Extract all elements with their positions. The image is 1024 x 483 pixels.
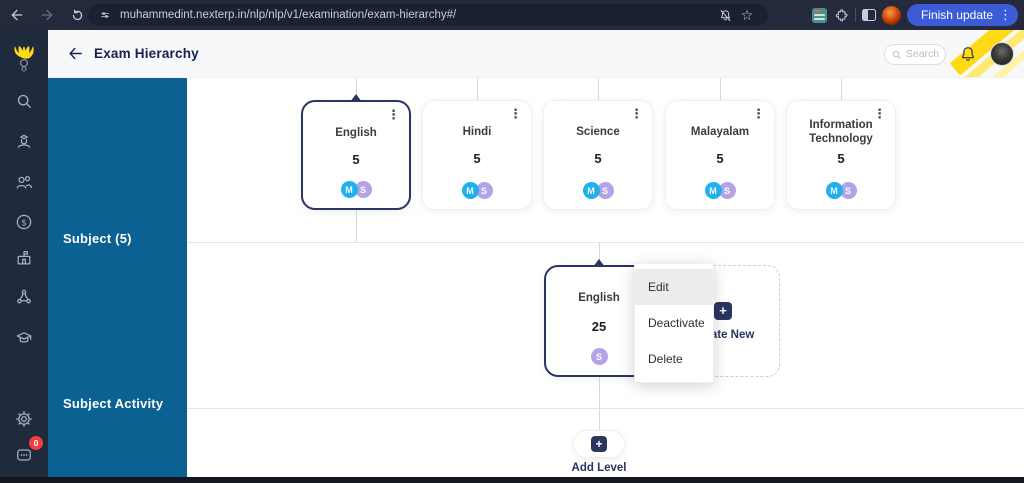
sidebar-academics-icon[interactable] [12,326,36,350]
card-title: Science [576,126,620,138]
toolbar-separator [854,8,856,22]
connector-line [598,78,599,100]
svg-text:$: $ [21,218,27,228]
sidebar-institution-icon[interactable] [12,246,36,270]
url-text[interactable]: muhammedint.nexterp.in/nlp/nlp/v1/examin… [120,9,457,21]
row-label-panel: Subject (5) Subject Activity [48,78,187,477]
sidebar-fees-icon[interactable]: $ [12,210,36,234]
card-title: Malayalam [690,126,750,138]
card-count: 25 [591,319,607,334]
card-title: English [335,127,377,139]
card-title: Hindi [462,126,492,138]
card-count: 5 [716,151,724,166]
card-kebab-icon[interactable]: ⋮ [509,106,522,121]
subject-row-label: Subject (5) [63,231,132,246]
badge-m: M [704,182,722,199]
badge-s: S [596,182,614,199]
sidebar-student-icon[interactable] [12,129,36,153]
card-count: 5 [352,152,360,167]
extensions-puzzle-icon[interactable] [833,7,849,23]
browser-actions: Finish update ⋮ [811,0,1018,30]
connector-line [720,78,721,100]
notifications-blocked-icon[interactable] [714,6,736,24]
card-title: Information Technology [809,119,873,145]
address-bar[interactable]: muhammedint.nexterp.in/nlp/nlp/v1/examin… [88,4,768,26]
add-level-label: Add Level [571,462,627,474]
card-count: 5 [837,151,845,166]
connector-line [356,210,357,242]
badge-s: S [839,182,857,199]
page-title: Exam Hierarchy [94,46,199,61]
user-avatar[interactable] [990,42,1014,66]
sidebar-settings-icon[interactable] [12,407,36,431]
hierarchy-canvas: Subject (5) Subject Activity ⋮ English 5… [0,78,1024,483]
browser-reload-icon[interactable] [64,4,90,26]
badge-m: M [461,182,479,199]
side-panel-icon[interactable] [861,9,876,21]
plus-icon: + [591,436,607,452]
connector-line [599,242,600,265]
search-button[interactable]: Search [884,43,946,65]
context-menu: Edit Deactivate Delete [634,263,714,383]
badge-s: S [590,348,608,365]
card-kebab-icon[interactable]: ⋮ [387,107,400,122]
card-count: 5 [473,151,481,166]
selection-notch [350,94,362,102]
finish-update-button[interactable]: Finish update ⋮ [906,4,1018,26]
browser-toolbar: muhammedint.nexterp.in/nlp/nlp/v1/examin… [0,0,1024,30]
row-divider [187,242,1024,243]
app-logo-icon[interactable] [11,43,37,73]
badge-s: S [475,182,493,199]
sidebar-people-icon[interactable] [12,170,36,194]
page-header: Exam Hierarchy Search [48,30,1024,78]
browser-profile-avatar[interactable] [881,5,901,25]
connector-line [841,78,842,100]
plus-icon[interactable]: + [714,301,732,320]
bookmark-star-icon[interactable]: ☆ [740,7,754,23]
badge-m: M [582,182,600,199]
badge-s: S [354,181,372,198]
notification-bell-icon[interactable] [958,44,978,64]
sidebar-chat-icon[interactable]: 0 [12,436,43,467]
extension-app-icon[interactable] [811,7,827,23]
connector-line [356,78,357,100]
window-bottom-edge [0,477,1024,483]
app-sidebar: $ 0 [0,30,48,483]
card-kebab-icon[interactable]: ⋮ [873,106,886,121]
badge-m: M [825,182,843,199]
browser-menu-kebab-icon[interactable]: ⋮ [999,7,1012,22]
connector-line [599,377,600,430]
card-count: 5 [594,151,602,166]
browser-forward-icon[interactable] [34,4,60,26]
back-arrow-icon[interactable] [64,43,86,65]
selection-notch [593,259,605,267]
activity-row-label: Subject Activity [63,396,164,411]
card-title: English [578,292,620,304]
site-settings-icon[interactable] [98,8,112,22]
badge-s: S [718,182,736,199]
badge-m: M [340,181,358,198]
search-label: Search [905,48,940,60]
sidebar-network-icon[interactable] [12,285,36,309]
row-divider [187,408,1024,409]
chat-badge: 0 [29,436,43,450]
card-kebab-icon[interactable]: ⋮ [630,106,643,121]
connector-line [477,78,478,100]
menu-item-edit[interactable]: Edit [635,269,713,305]
menu-item-deactivate[interactable]: Deactivate [648,316,705,330]
add-level-button[interactable]: + [573,430,625,458]
menu-item-delete[interactable]: Delete [648,352,683,366]
sidebar-search-icon[interactable] [12,89,36,113]
browser-back-icon[interactable] [4,4,30,26]
card-kebab-icon[interactable]: ⋮ [752,106,765,121]
